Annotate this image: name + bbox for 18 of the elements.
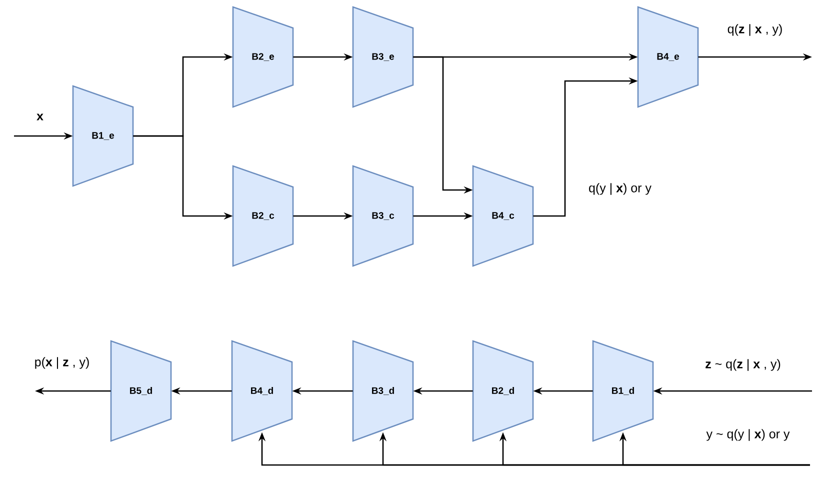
edge-label: p(x | z , y) [33,356,91,370]
trapezoid-block: B2_d [472,340,534,442]
trapezoid-block: B4_c [472,165,534,267]
trapezoid-block: B1_d [592,340,654,442]
edge-label: q(y | x) or y [588,182,652,196]
trapezoid-block: B4_d [231,340,293,442]
trapezoid-block: B1_e [72,85,134,187]
trapezoid-block: B2_c [232,165,294,267]
edge-label: x [36,112,44,122]
edge-label: y ~ q(y | x) or y [705,428,791,442]
trapezoid-block: B3_e [352,6,414,108]
trapezoid-block: B3_d [352,340,414,442]
trapezoid-block: B4_e [637,6,699,108]
edge-label: q(z | x , y) [726,23,784,37]
trapezoid-block: B3_c [352,165,414,267]
trapezoid-block: B2_e [232,6,294,108]
edge-label: z ~ q(z | x , y) [704,358,782,372]
trapezoid-block: B5_d [110,340,172,442]
